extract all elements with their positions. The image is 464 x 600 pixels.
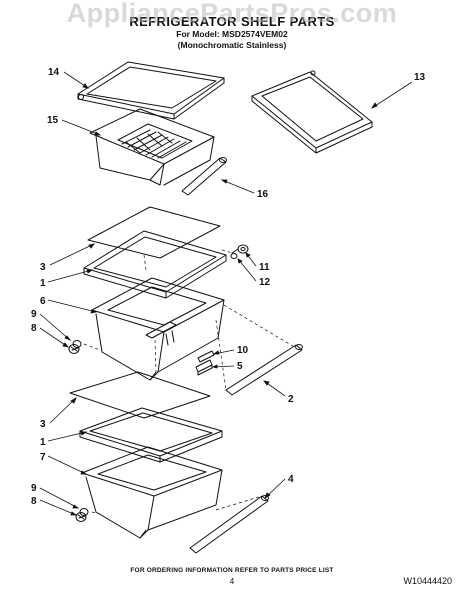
- callout-15: 15: [47, 115, 59, 126]
- callout-labels: 14 13 15 16 3 11 1 12 6 9 8 10 5 2 3 1 7…: [31, 67, 426, 507]
- part-2-rod: [225, 344, 303, 396]
- part-15-crisper-drawer: [89, 108, 215, 186]
- callout-10: 10: [237, 345, 249, 356]
- part-14-shelf: [77, 61, 225, 120]
- callout-8-upper: 8: [31, 323, 37, 334]
- callout-3-upper: 3: [40, 262, 46, 273]
- callout-3-lower: 3: [40, 419, 46, 430]
- callout-6: 6: [40, 296, 46, 307]
- callout-12: 12: [259, 277, 271, 288]
- part-11-knob: [231, 244, 249, 254]
- part-13-shelf: [251, 70, 373, 154]
- callout-2: 2: [288, 394, 294, 405]
- part-6-pan-upper: [91, 277, 225, 381]
- part-16-rod: [181, 157, 227, 196]
- watermark: AppliancePartsPros.com: [66, 0, 398, 28]
- callout-16: 16: [257, 189, 269, 200]
- callout-7: 7: [40, 452, 46, 463]
- callout-8-lower: 8: [31, 496, 37, 507]
- part-3-glass-upper: [87, 206, 221, 259]
- callout-14: 14: [48, 67, 60, 78]
- variant-line: (Monochromatic Stainless): [177, 40, 287, 50]
- part-7-pan-lower: [81, 446, 223, 539]
- part-9-8-knob-lower: [75, 508, 89, 522]
- callout-1-upper: 1: [40, 278, 46, 289]
- callout-9-lower: 9: [31, 483, 37, 494]
- callout-5: 5: [237, 361, 243, 372]
- callout-1-lower: 1: [40, 437, 46, 448]
- page-number: 4: [229, 577, 235, 586]
- callout-13: 13: [414, 72, 426, 83]
- callout-4: 4: [288, 474, 294, 485]
- document-number: W10444420: [403, 576, 452, 586]
- ordering-note: FOR ORDERING INFORMATION REFER TO PARTS …: [130, 567, 334, 574]
- alignment-lines: [83, 249, 297, 516]
- leader-lines: [39, 71, 413, 516]
- part-9-8-knob-upper: [68, 340, 82, 354]
- page-title: REFRIGERATOR SHELF PARTS: [129, 14, 335, 29]
- callout-11: 11: [259, 262, 270, 273]
- part-4-rod: [189, 495, 269, 554]
- part-3-glass-lower: [69, 371, 211, 419]
- callout-9-upper: 9: [31, 309, 37, 320]
- part-12-washer: [230, 253, 238, 259]
- part-10-clip: [197, 350, 215, 363]
- part-1-frame-lower: [79, 407, 223, 463]
- model-line: For Model: MSD2574VEM02: [176, 29, 288, 39]
- part-5-bracket: [195, 359, 213, 376]
